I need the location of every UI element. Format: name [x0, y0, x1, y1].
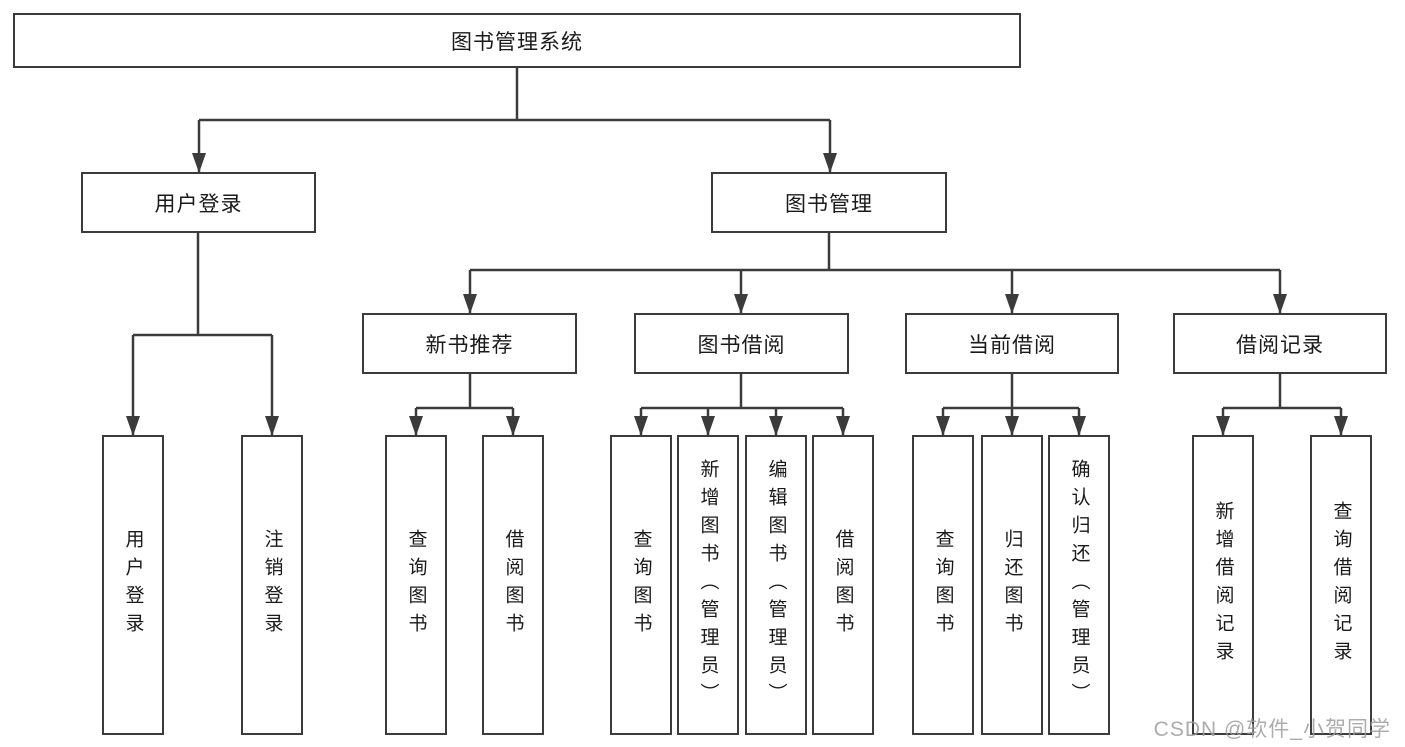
node-label: 借阅图书 — [832, 529, 854, 641]
csdn-watermark: CSDN @软件_小贺同学 — [1153, 718, 1391, 741]
node-return-book: 归还图书 — [981, 435, 1043, 735]
node-label: 查询图书 — [630, 529, 652, 641]
node-label: 查询借阅记录 — [1330, 501, 1352, 669]
node-label: 查询图书 — [932, 529, 954, 641]
node-label: 当前借阅 — [968, 333, 1056, 357]
node-book-borrowing: 图书借阅 — [634, 313, 849, 374]
node-book-management: 图书管理 — [711, 172, 947, 233]
node-label: 新增借阅记录 — [1212, 501, 1234, 669]
node-edit-book-admin: 编辑图书（管理员） — [745, 435, 807, 735]
node-label: 新增图书（管理员） — [697, 459, 719, 711]
node-label: 注销登录 — [261, 529, 283, 641]
node-borrow-book: 借阅图书 — [812, 435, 874, 735]
node-label: 图书管理 — [785, 192, 873, 216]
node-borrowing-records: 借阅记录 — [1173, 313, 1387, 374]
node-label: 确认归还（管理员） — [1068, 459, 1090, 711]
node-current-borrowing: 当前借阅 — [905, 313, 1119, 374]
node-add-borrow-record: 新增借阅记录 — [1192, 435, 1254, 735]
node-borrow-book-recommend: 借阅图书 — [482, 435, 544, 735]
node-query-borrow-record: 查询借阅记录 — [1310, 435, 1372, 735]
node-user-login: 用户登录 — [102, 435, 164, 735]
node-user-login-branch: 用户登录 — [81, 172, 316, 233]
node-label: 归还图书 — [1001, 529, 1023, 641]
node-label: 编辑图书（管理员） — [765, 459, 787, 711]
node-confirm-return-admin: 确认归还（管理员） — [1048, 435, 1110, 735]
node-label: 图书借阅 — [697, 333, 786, 357]
node-label: 查询图书 — [405, 529, 427, 641]
node-label: 借阅记录 — [1236, 333, 1324, 357]
node-logout: 注销登录 — [241, 435, 303, 735]
node-label: 图书管理系统 — [451, 30, 583, 54]
node-new-book-recommend: 新书推荐 — [362, 313, 577, 374]
connector-skeleton — [133, 68, 1341, 410]
node-query-books-borrowing: 查询图书 — [610, 435, 672, 735]
node-library-system: 图书管理系统 — [13, 13, 1021, 68]
node-query-books-current: 查询图书 — [912, 435, 974, 735]
node-query-books-recommend: 查询图书 — [385, 435, 447, 735]
node-add-book-admin: 新增图书（管理员） — [677, 435, 739, 735]
node-label: 用户登录 — [154, 192, 243, 216]
node-label: 新书推荐 — [425, 333, 514, 357]
node-label: 借阅图书 — [502, 529, 524, 641]
node-label: 用户登录 — [122, 529, 144, 641]
